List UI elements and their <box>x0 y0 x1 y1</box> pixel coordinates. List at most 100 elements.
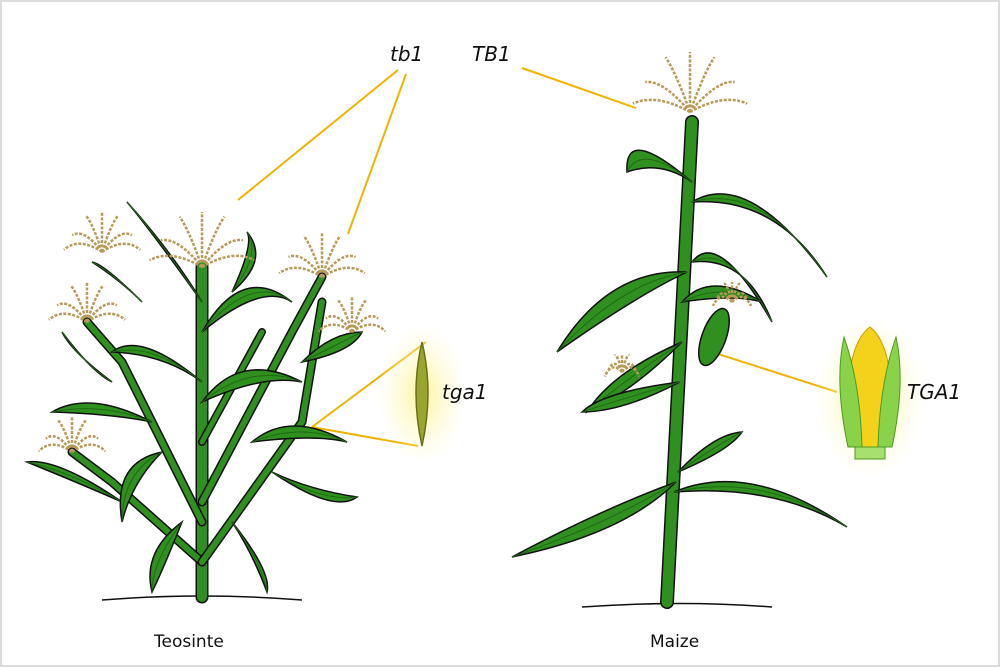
tassel-branch <box>632 98 691 114</box>
maize-plant <box>511 52 848 609</box>
leaf-midrib <box>556 271 688 353</box>
tassel-branch <box>336 299 354 333</box>
leaf-midrib <box>231 521 268 593</box>
leaf-midrib <box>691 198 828 278</box>
tassel-branch <box>178 216 204 268</box>
ground <box>581 602 773 608</box>
leaf-midrib <box>121 451 163 523</box>
leaf <box>249 425 348 444</box>
leaf <box>126 201 203 303</box>
leaf-midrib <box>111 349 203 383</box>
tassel-branch <box>689 98 748 114</box>
tassel-branch <box>45 434 74 453</box>
leader-lines <box>237 67 838 447</box>
tassel-branch <box>287 254 323 278</box>
maize-ear <box>698 307 730 367</box>
leaf-midrib <box>51 408 153 423</box>
tassel-branch <box>325 314 354 333</box>
stem <box>199 299 325 565</box>
tassel-branch <box>317 323 353 334</box>
tassel-branch <box>664 56 692 113</box>
leaf <box>673 481 848 528</box>
husk-left <box>839 335 863 448</box>
stem <box>661 116 698 608</box>
leaf <box>511 481 677 558</box>
teosinte-plant <box>24 201 387 604</box>
tassel-branch <box>100 214 120 253</box>
caption-teosinte: Teosinte <box>154 632 224 652</box>
husk-right <box>877 335 901 448</box>
tassel-branch <box>71 443 107 454</box>
leaf-midrib <box>91 261 143 303</box>
tassel-branch <box>321 254 357 278</box>
leaf-midrib <box>581 381 681 413</box>
leaf-midrib <box>673 486 848 528</box>
leaf-midrib <box>691 257 773 323</box>
tassel-branch <box>84 214 104 253</box>
tassel-branch <box>201 254 255 269</box>
tassel-branch <box>603 366 623 378</box>
teosinte-ear <box>415 341 429 447</box>
leaf-midrib <box>201 374 303 403</box>
tassel-branch <box>56 302 89 323</box>
leader-line <box>347 73 407 235</box>
tassel-branch <box>689 80 735 113</box>
leaf <box>231 521 269 595</box>
tassel-branch <box>321 266 366 279</box>
label-TB1: TB1 <box>472 42 511 66</box>
tassel-branch <box>85 302 118 323</box>
tassel-branch <box>201 238 244 268</box>
tassel-branch <box>302 235 324 278</box>
label-TGA1: TGA1 <box>907 380 962 404</box>
tassel-branch <box>86 312 126 324</box>
tassel-branch <box>621 366 641 378</box>
leaf-midrib <box>511 481 677 558</box>
tassel-branch <box>350 299 368 333</box>
stem <box>199 274 325 505</box>
leaf-midrib <box>231 231 253 293</box>
leaf-midrib <box>126 201 203 303</box>
tassel-branch <box>100 232 133 253</box>
tassel-branch <box>320 235 342 278</box>
tassel-branch <box>71 232 104 253</box>
caption-maize: Maize <box>650 632 700 652</box>
organ-insets <box>377 317 925 477</box>
tassel-branch <box>69 284 89 323</box>
leaf-midrib <box>151 521 183 593</box>
leaf-midrib <box>61 331 113 383</box>
leaf-midrib <box>26 461 123 503</box>
tassel-branch <box>63 242 103 254</box>
stem <box>84 319 205 525</box>
tassel-branch <box>70 419 88 453</box>
leaf <box>49 402 153 423</box>
leaf-midrib <box>626 158 693 183</box>
leaf <box>691 193 828 278</box>
tassel-branch <box>645 80 691 113</box>
leaf <box>556 271 688 353</box>
tassel-branch <box>70 434 99 453</box>
tassel-branch <box>48 312 88 324</box>
tassel-branch <box>56 419 74 453</box>
label-tb1: tb1 <box>390 42 424 66</box>
tassel-branch <box>278 266 323 279</box>
leaf-midrib <box>677 431 743 473</box>
leader-line <box>521 67 637 109</box>
tassel-branch <box>351 323 387 334</box>
tassel-branch <box>350 314 379 333</box>
tassel-branch <box>731 295 753 307</box>
tassel-branch <box>200 216 226 268</box>
cob-stalk <box>854 446 886 460</box>
leader-line <box>237 69 399 201</box>
leaf-midrib <box>271 471 358 499</box>
tassel-branch <box>101 242 141 254</box>
leaf <box>199 369 303 404</box>
leaf <box>91 261 143 303</box>
tassel-branch <box>85 284 105 323</box>
leaf-midrib <box>201 291 293 333</box>
tassel-branch <box>37 443 73 454</box>
leaf-midrib <box>251 431 348 443</box>
tassel-branch <box>160 238 203 268</box>
tassel-branch <box>149 254 203 269</box>
